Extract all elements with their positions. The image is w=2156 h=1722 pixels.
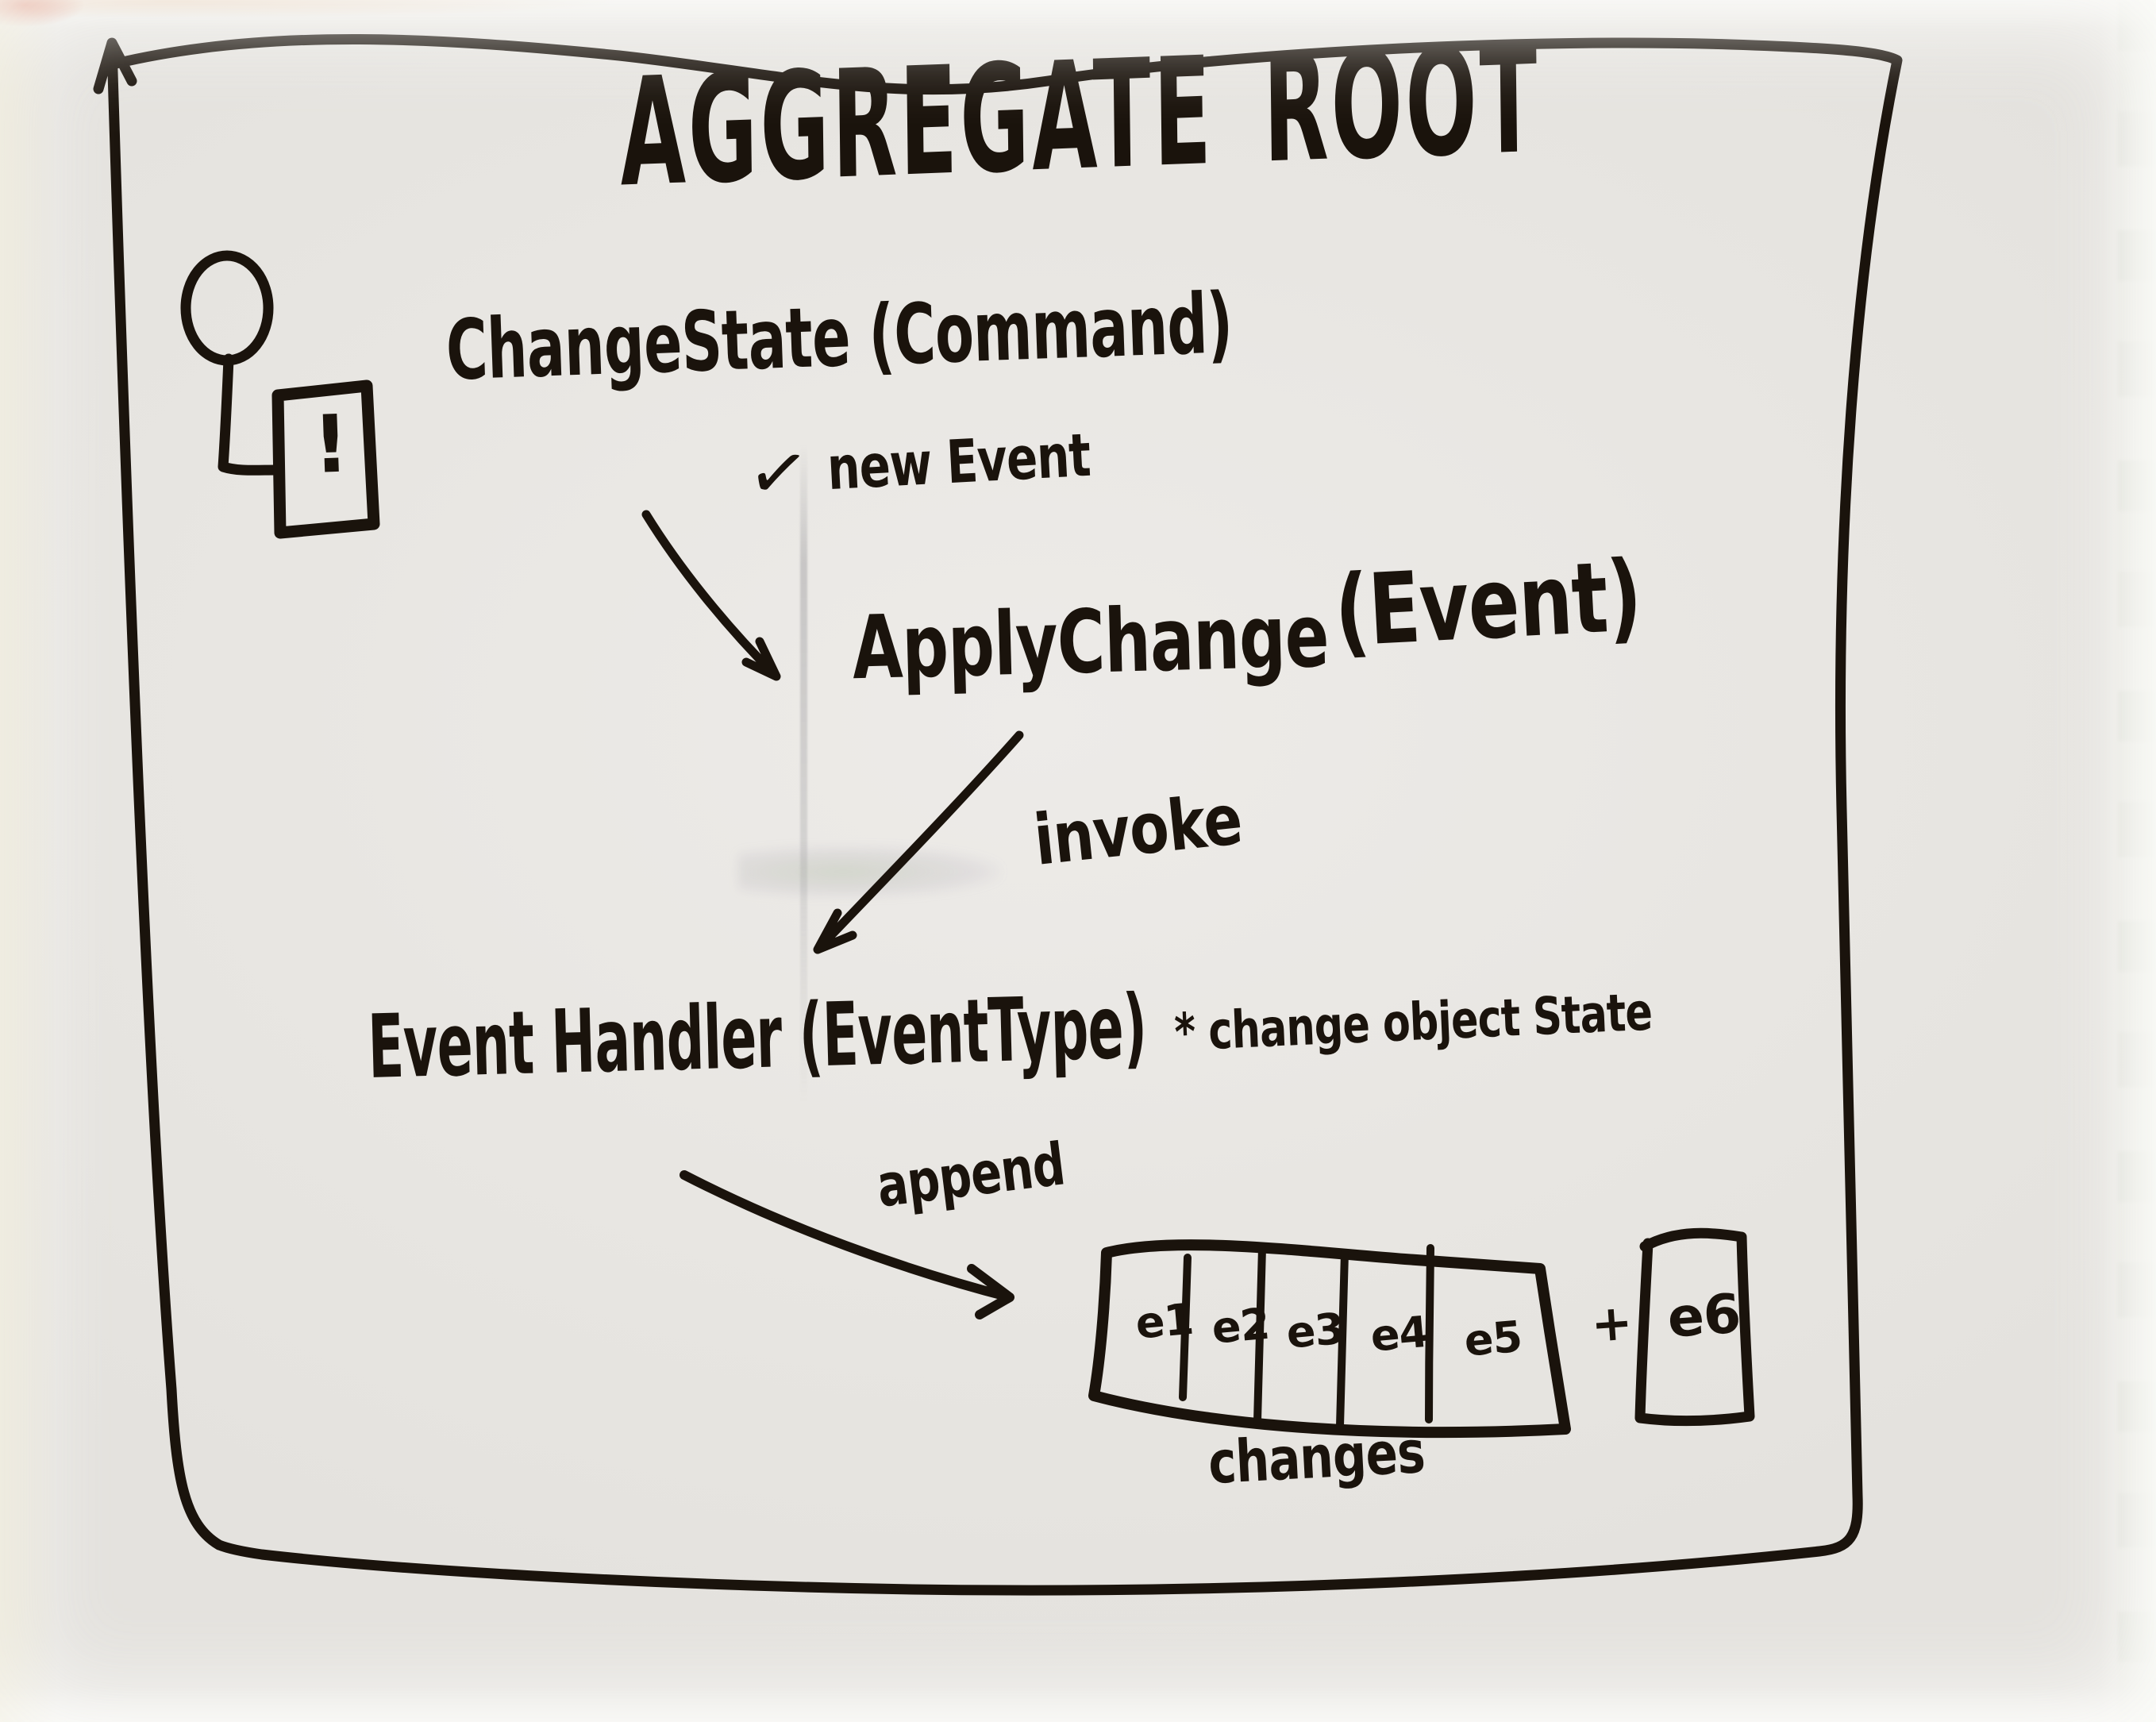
event-arg-label: (Event) — [1332, 539, 1644, 669]
arrow-invoke — [813, 730, 1024, 954]
scan-edge-noise — [2118, 0, 2156, 1722]
plus-sign: + — [1589, 1292, 1634, 1354]
event-stream-box — [1088, 1239, 1571, 1439]
event-cell: e5 — [1462, 1311, 1524, 1366]
arrow-append — [680, 1170, 1014, 1319]
event-cell: e4 — [1369, 1306, 1430, 1362]
event-stream-dividers — [1179, 1244, 1434, 1430]
event-handler-label: Event Handler (EventType) — [367, 976, 1148, 1099]
diagram-title: AGGREGATE ROOT — [619, 13, 1542, 221]
paper-fold-streak — [800, 445, 807, 1104]
exclamation-mark: ! — [311, 397, 350, 491]
board-frame — [93, 34, 1903, 1596]
appended-event-cell: e6 — [1665, 1282, 1742, 1350]
check-icon: ✓ — [742, 427, 814, 520]
event-cell: e1 — [1134, 1293, 1195, 1349]
actor-icon — [180, 250, 274, 366]
event-cell: e2 — [1210, 1298, 1272, 1354]
event-cell: e3 — [1284, 1303, 1346, 1358]
command-note-box — [271, 379, 380, 539]
new-event-label: new Event — [826, 421, 1092, 504]
appended-event-box — [1634, 1227, 1755, 1427]
arrow-to-apply-change — [641, 510, 781, 681]
apply-change-label: ApplyChange — [851, 584, 1330, 699]
actor-body — [218, 353, 282, 476]
changes-caption: changes — [1207, 1417, 1426, 1497]
marker-smudge — [738, 846, 1000, 897]
